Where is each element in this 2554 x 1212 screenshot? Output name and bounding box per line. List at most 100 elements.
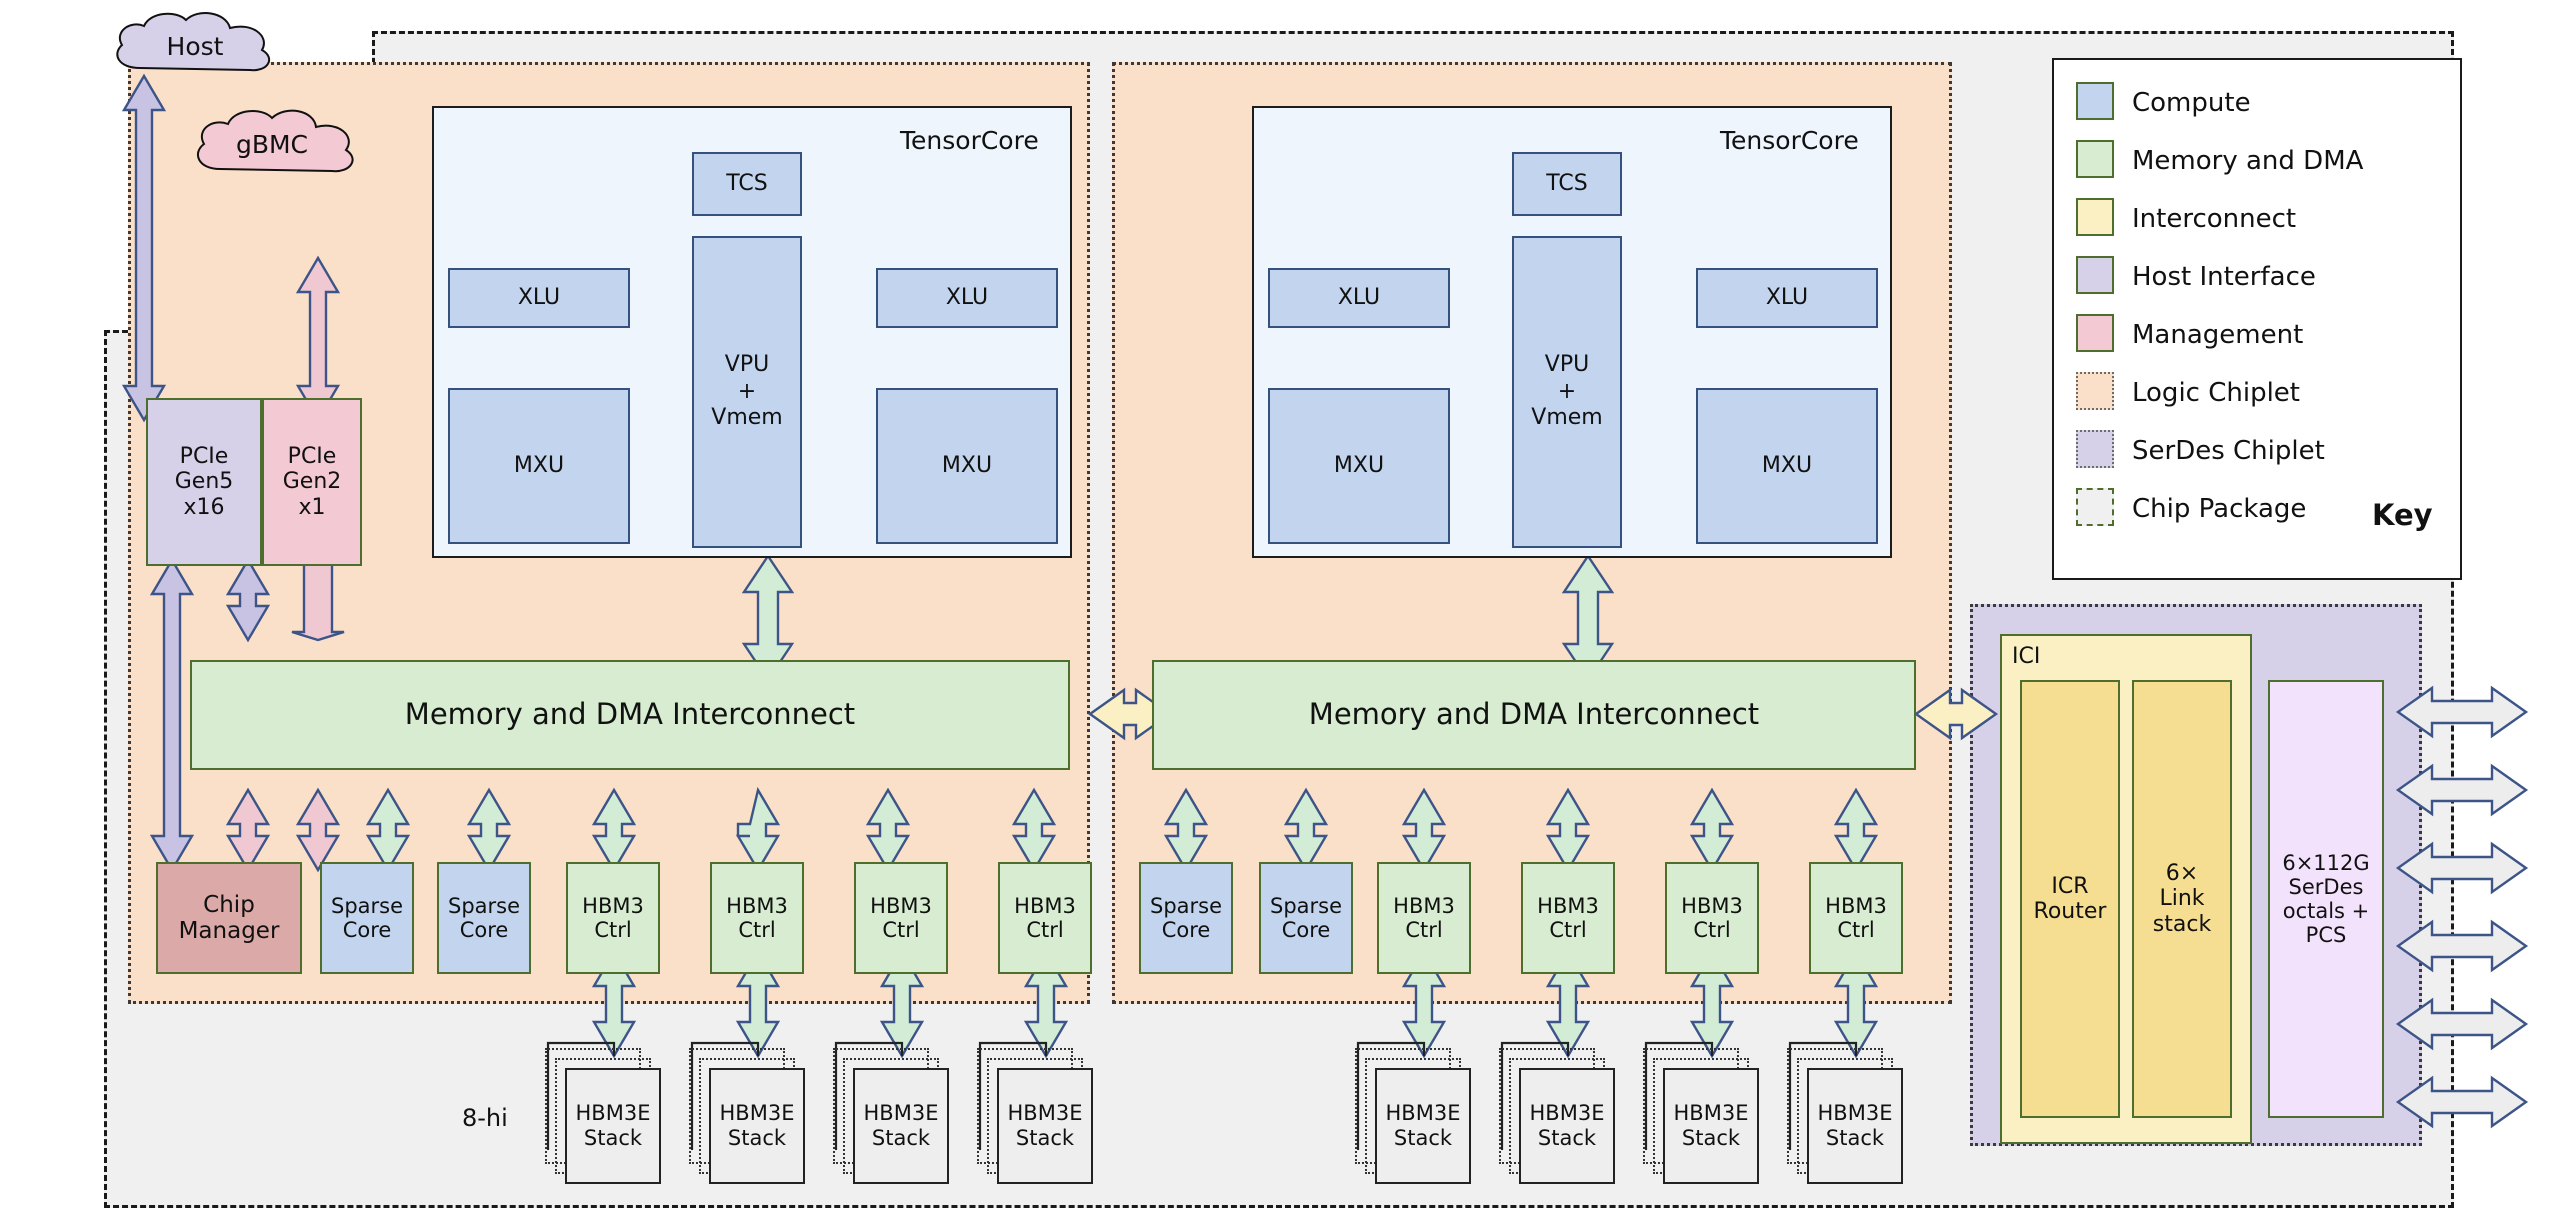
legend-label-compute: Compute (2132, 88, 2251, 118)
legend-label-interconnect: Interconnect (2132, 204, 2297, 234)
tcs-label-right: TCS (1546, 170, 1588, 196)
sparse-core-left-1-label: Sparse Core (330, 893, 404, 942)
sparse-core-right-1-label: Sparse Core (1149, 893, 1223, 942)
hbm3e-stack-7[interactable]: HBM3E Stack (1663, 1068, 1759, 1184)
vpu-label-left: VPU + Vmem (711, 352, 783, 431)
hbm3e-stack-8-label: HBM3E Stack (1817, 1100, 1893, 1150)
chip-manager-label: Chip Manager (178, 891, 280, 944)
hbm3-ctrl-left-3-label: HBM3 Ctrl (870, 893, 932, 942)
memory-dma-interconnect-left[interactable]: Memory and DMA Interconnect (190, 660, 1070, 770)
mxu-label-right-1: MXU (1333, 452, 1385, 478)
gbmc-cloud-label: gBMC (235, 130, 309, 159)
legend-label-management: Management (2132, 320, 2304, 350)
link-stack-block[interactable]: 6× Link stack (2132, 680, 2232, 1118)
hbm3e-stack-5-label: HBM3E Stack (1385, 1100, 1461, 1150)
hbm3-ctrl-left-2[interactable]: HBM3 Ctrl (710, 862, 804, 974)
mxu-label-left-1: MXU (513, 452, 565, 478)
tcs-block-right[interactable]: TCS (1512, 152, 1622, 216)
pcie-gen2-label: PCIe Gen2 x1 (282, 444, 342, 520)
sparse-core-left-1[interactable]: Sparse Core (320, 862, 414, 974)
legend-label-logic-chiplet: Logic Chiplet (2132, 378, 2300, 408)
mxu-label-right-2: MXU (1761, 452, 1813, 478)
mxu-block-left-1[interactable]: MXU (448, 388, 630, 544)
hbm3e-stack-7-label: HBM3E Stack (1673, 1100, 1749, 1150)
mxu-label-left-2: MXU (941, 452, 993, 478)
xlu-block-left-1[interactable]: XLU (448, 268, 630, 328)
link-stack-label: 6× Link stack (2152, 861, 2212, 937)
mxu-block-right-2[interactable]: MXU (1696, 388, 1878, 544)
tensorcore-left-title: TensorCore (900, 126, 1039, 155)
xlu-label-right-2: XLU (1765, 284, 1809, 310)
xlu-label-right-1: XLU (1337, 284, 1381, 310)
legend-swatch-management (2076, 314, 2114, 352)
sparse-core-right-2[interactable]: Sparse Core (1259, 862, 1353, 974)
xlu-block-right-1[interactable]: XLU (1268, 268, 1450, 328)
hbm3-ctrl-right-1[interactable]: HBM3 Ctrl (1377, 862, 1471, 974)
hbm3-ctrl-right-2[interactable]: HBM3 Ctrl (1521, 862, 1615, 974)
legend-swatch-host-interface (2076, 256, 2114, 294)
host-cloud-label: Host (166, 32, 224, 61)
hbm3-ctrl-right-1-label: HBM3 Ctrl (1393, 893, 1455, 942)
vpu-block-right[interactable]: VPU + Vmem (1512, 236, 1622, 548)
memory-dma-interconnect-right[interactable]: Memory and DMA Interconnect (1152, 660, 1916, 770)
legend-label-chip-package: Chip Package (2132, 494, 2307, 524)
sparse-core-left-2[interactable]: Sparse Core (437, 862, 531, 974)
gbmc-cloud: gBMC (182, 105, 362, 183)
hbm3-ctrl-right-3[interactable]: HBM3 Ctrl (1665, 862, 1759, 974)
hbm3e-stack-2[interactable]: HBM3E Stack (709, 1068, 805, 1184)
legend-label-memory-dma: Memory and DMA (2132, 146, 2364, 176)
hbm3e-stack-6-label: HBM3E Stack (1529, 1100, 1605, 1150)
host-cloud: Host (100, 10, 290, 80)
xlu-block-right-2[interactable]: XLU (1696, 268, 1878, 328)
sparse-core-right-2-label: Sparse Core (1269, 893, 1343, 942)
hbm3e-stack-5[interactable]: HBM3E Stack (1375, 1068, 1471, 1184)
hbm3-ctrl-left-3[interactable]: HBM3 Ctrl (854, 862, 948, 974)
pcie-gen5-block[interactable]: PCIe Gen5 x16 (146, 398, 262, 566)
hbm3e-stack-3-label: HBM3E Stack (863, 1100, 939, 1150)
legend-swatch-memory-dma (2076, 140, 2114, 178)
hbm3-ctrl-right-3-label: HBM3 Ctrl (1681, 893, 1743, 942)
hbm3-ctrl-right-4[interactable]: HBM3 Ctrl (1809, 862, 1903, 974)
memory-dma-interconnect-left-label: Memory and DMA Interconnect (404, 697, 856, 732)
icr-router-label: ICR Router (2033, 873, 2107, 924)
sparse-core-right-1[interactable]: Sparse Core (1139, 862, 1233, 974)
tensorcore-right-title: TensorCore (1720, 126, 1859, 155)
legend-swatch-interconnect (2076, 198, 2114, 236)
pcie-gen2-block[interactable]: PCIe Gen2 x1 (262, 398, 362, 566)
pcie-gen5-label: PCIe Gen5 x16 (174, 444, 234, 520)
hbm3e-stack-1[interactable]: HBM3E Stack (565, 1068, 661, 1184)
legend-label-host-interface: Host Interface (2132, 262, 2316, 292)
hbm3e-stack-1-label: HBM3E Stack (575, 1100, 651, 1150)
hbm3e-stack-4-label: HBM3E Stack (1007, 1100, 1083, 1150)
icr-router-block[interactable]: ICR Router (2020, 680, 2120, 1118)
sparse-core-left-2-label: Sparse Core (447, 893, 521, 942)
hbm3e-stack-2-label: HBM3E Stack (719, 1100, 795, 1150)
hbm3-ctrl-left-2-label: HBM3 Ctrl (726, 893, 788, 942)
chip-manager-block[interactable]: Chip Manager (156, 862, 302, 974)
eight-hi-label: 8-hi (462, 1104, 508, 1132)
vpu-label-right: VPU + Vmem (1531, 352, 1603, 431)
memory-dma-interconnect-right-label: Memory and DMA Interconnect (1308, 697, 1760, 732)
hbm3e-stack-6[interactable]: HBM3E Stack (1519, 1068, 1615, 1184)
hbm3-ctrl-left-4[interactable]: HBM3 Ctrl (998, 862, 1092, 974)
mxu-block-left-2[interactable]: MXU (876, 388, 1058, 544)
legend-swatch-logic-chiplet (2076, 372, 2114, 410)
hbm3-ctrl-left-1-label: HBM3 Ctrl (582, 893, 644, 942)
vpu-block-left[interactable]: VPU + Vmem (692, 236, 802, 548)
hbm3e-stack-8[interactable]: HBM3E Stack (1807, 1068, 1903, 1184)
serdes-octals-label: 6×112G SerDes octals + PCS (2282, 850, 2370, 948)
hbm3e-stack-4[interactable]: HBM3E Stack (997, 1068, 1093, 1184)
legend-title: Key (2372, 498, 2433, 532)
tcs-label-left: TCS (726, 170, 768, 196)
serdes-octals-block[interactable]: 6×112G SerDes octals + PCS (2268, 680, 2384, 1118)
hbm3-ctrl-right-4-label: HBM3 Ctrl (1825, 893, 1887, 942)
legend-swatch-serdes-chiplet (2076, 430, 2114, 468)
xlu-block-left-2[interactable]: XLU (876, 268, 1058, 328)
mxu-block-right-1[interactable]: MXU (1268, 388, 1450, 544)
hbm3-ctrl-left-4-label: HBM3 Ctrl (1014, 893, 1076, 942)
tcs-block-left[interactable]: TCS (692, 152, 802, 216)
hbm3e-stack-3[interactable]: HBM3E Stack (853, 1068, 949, 1184)
xlu-label-left-2: XLU (945, 284, 989, 310)
hbm3-ctrl-left-1[interactable]: HBM3 Ctrl (566, 862, 660, 974)
